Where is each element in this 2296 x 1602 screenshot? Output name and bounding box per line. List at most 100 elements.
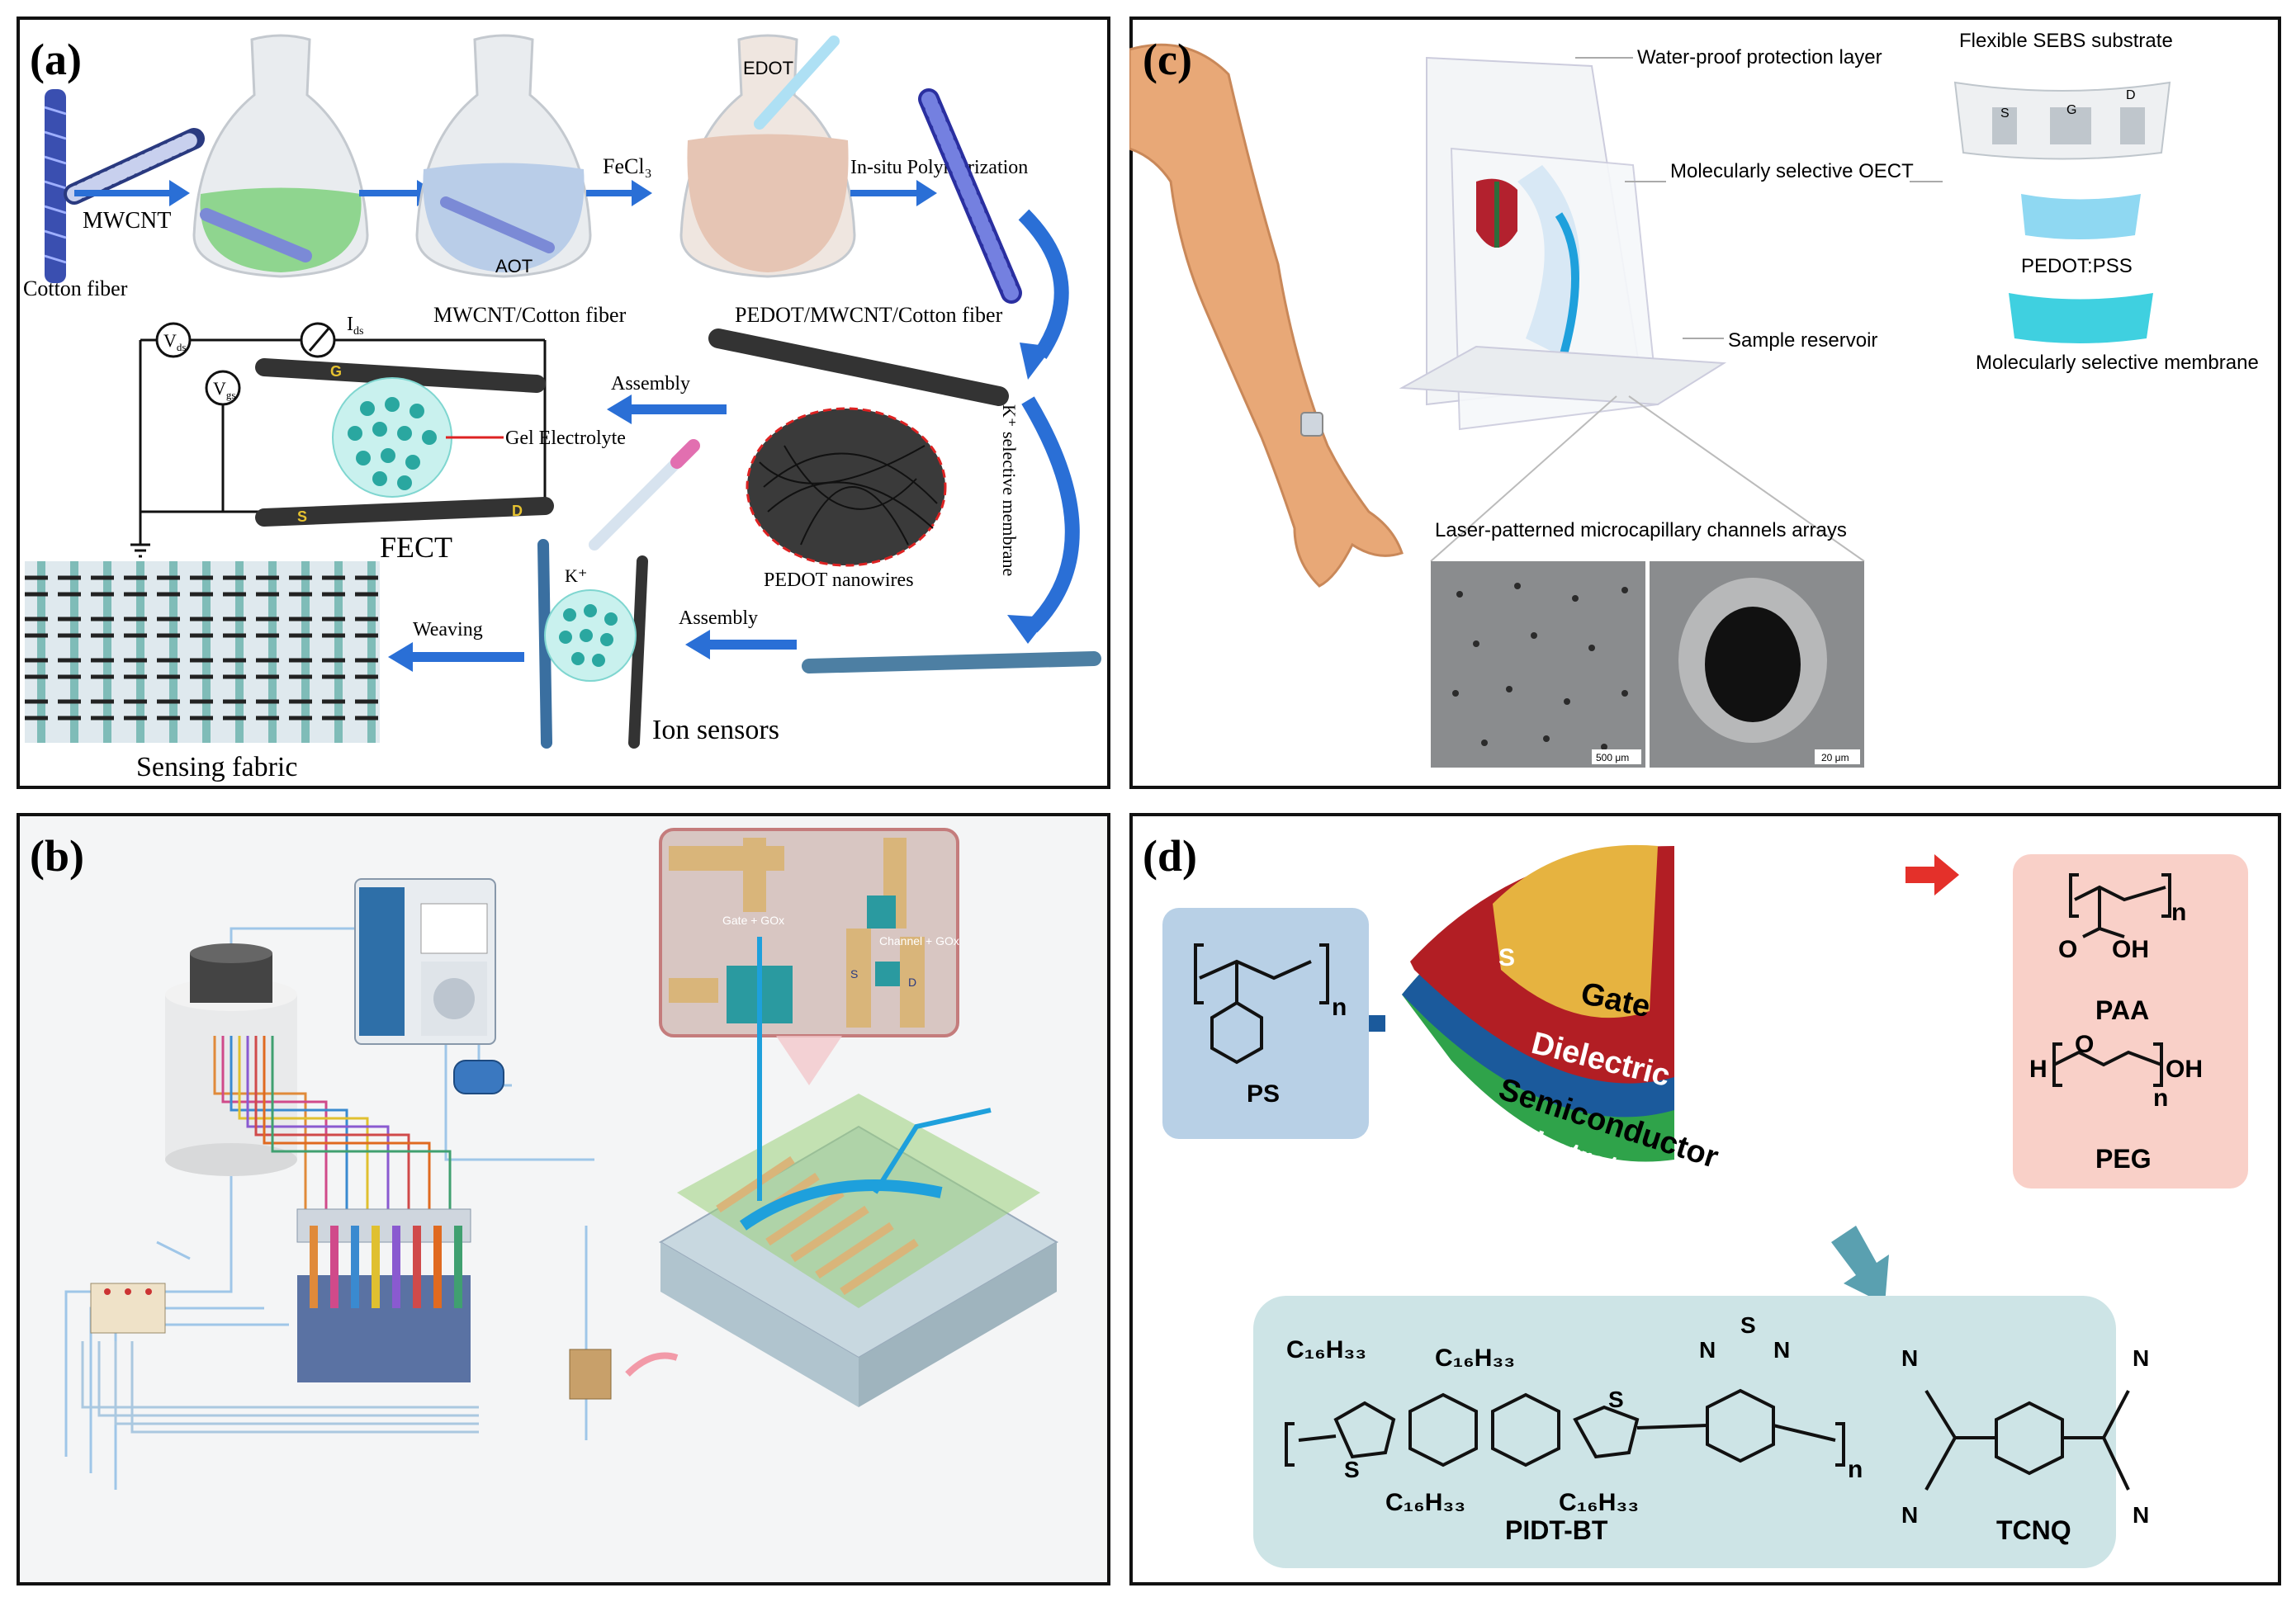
pidt-tcnq-box [1253, 1296, 2130, 1568]
tcnq-n3-label: N [1901, 1502, 1918, 1528]
flask-blue-icon [415, 34, 592, 278]
ps-n-label: n [1332, 994, 1347, 1021]
bottom-tube-bundle [81, 1341, 479, 1434]
ammeter-needle [308, 328, 330, 352]
colored-tubes [213, 1036, 452, 1209]
mwcnt-cotton-label: MWCNT/Cotton fiber [433, 303, 627, 327]
arrow-assembly-1 [607, 395, 727, 424]
tcnq-label: TCNQ [1996, 1515, 2071, 1545]
arrow-2 [359, 180, 438, 206]
membrane-label: Molecularly selective membrane [1976, 352, 2259, 374]
arrow-red [1905, 854, 1959, 896]
pipette-icon [589, 456, 683, 551]
bt-s-label: S [1740, 1312, 1756, 1338]
gate-gox-label: Gate + GOx [722, 914, 784, 927]
membrane-layer-icon [2009, 293, 2153, 343]
drain-d-label: D [512, 503, 523, 519]
in-situ-label: In-situ Polymerization [850, 157, 1028, 178]
ion-sphere [544, 589, 637, 682]
panel-a-label: (a) [30, 35, 82, 84]
tcnq-n2-label: N [2133, 1345, 2149, 1371]
peg-n-label: n [2153, 1085, 2168, 1112]
sensing-fabric-weave [25, 561, 380, 743]
pidt-n-label: n [1848, 1456, 1863, 1483]
panel-d: (d) S D Gate Dielectric Semiconductor Su… [1129, 813, 2281, 1585]
gate-fiber [255, 358, 546, 393]
bt-n1-label: N [1699, 1337, 1716, 1363]
inset-s-label: S [850, 967, 858, 981]
pedot-nanowires-label: PEDOT nanowires [764, 569, 914, 591]
selective-fiber [802, 651, 1101, 673]
scale-bar-2: 20 μm [1821, 752, 1849, 763]
fect-circuit [130, 322, 547, 558]
paa-n-label: n [2171, 899, 2186, 926]
stack-s-label: S [1498, 944, 1515, 971]
curved-arrow-2 [1021, 396, 1080, 633]
sebs-substrate-icon [1953, 81, 2171, 160]
pidt-s1-label: S [1344, 1457, 1360, 1482]
inset-pointer [776, 1036, 842, 1085]
zoom-line-2 [1628, 395, 1865, 562]
ids-label: Ids [347, 314, 363, 338]
mwcnt-label: MWCNT [83, 208, 171, 234]
pedot-fiber-icon [918, 88, 1022, 304]
panel-b-label: (b) [30, 831, 84, 881]
k-selective-label: K⁺ selective membrane [999, 404, 1020, 576]
panel-c: (c) Water-proof protection layer Flexibl… [1129, 17, 2281, 789]
sample-reservoir-label: Sample reservoir [1728, 329, 1877, 352]
source-s-label: S [297, 508, 307, 525]
oect-label: Molecularly selective OECT [1670, 160, 1914, 182]
flask-green-icon [192, 34, 369, 278]
inset-d-label: D [908, 976, 916, 989]
vds-label: Vds [163, 330, 186, 353]
stack-d-label: D [1800, 1072, 1818, 1099]
sebs-d-label: D [2126, 88, 2136, 102]
panel-a: (a) Cotton fiber MWCNT AOT MWCNT/Cotton … [17, 17, 1110, 789]
arrow-teal [1831, 1226, 1889, 1304]
cotton-fiber-icon [44, 89, 67, 283]
valve-block-icon [90, 1283, 166, 1334]
pedot-pss-layer-icon [2021, 194, 2141, 239]
curved-arrow-1 [1018, 209, 1069, 359]
vgs-label: Vgs [213, 378, 235, 401]
assembly-2-label: Assembly [679, 607, 758, 629]
arrow-weaving [388, 642, 524, 672]
aot-label: AOT [495, 256, 533, 276]
small-chip-icon [569, 1349, 612, 1400]
laser-label: Laser-patterned microcapillary channels … [1435, 519, 1847, 541]
arm-illustration [1129, 43, 1404, 588]
nanowire-texture [759, 445, 938, 546]
panel-b: (b) [17, 813, 1110, 1585]
sem-image-2 [1650, 561, 1864, 768]
gel-electrolyte-sphere [332, 377, 452, 498]
peg-oh-label: OH [2166, 1056, 2203, 1083]
curved-arrow-1-head [1020, 343, 1053, 380]
pedot-composite-fiber [708, 328, 1009, 406]
pidt-s2-label: S [1608, 1387, 1624, 1412]
sebs-g-label: G [2066, 103, 2076, 117]
pink-arrow [625, 1352, 679, 1377]
mass-spectrometer-icon [354, 878, 496, 1045]
assembly-1-label: Assembly [611, 373, 690, 395]
c16-label-2: C₁₆H₃₃ [1435, 1344, 1515, 1372]
pedot-mwcnt-cotton-label: PEDOT/MWCNT/Cotton fiber [735, 303, 1003, 327]
peg-h-label: H [2029, 1056, 2047, 1083]
cotton-fiber-label: Cotton fiber [23, 276, 128, 300]
gate-g-label: G [330, 363, 342, 380]
paa-label: PAA [2095, 995, 2149, 1025]
c16-label-3: C₁₆H₃₃ [1385, 1489, 1465, 1516]
ps-label: PS [1247, 1080, 1280, 1108]
paa-oh-label: OH [2112, 936, 2149, 963]
paa-o-label: O [2058, 936, 2077, 963]
scale-bar-1: 500 μm [1596, 752, 1629, 763]
arrow-assembly-2 [685, 630, 797, 659]
zoom-inset [659, 828, 959, 1037]
pump-icon [453, 1060, 504, 1094]
peg-o-label: O [2075, 1031, 2094, 1058]
zoom-line-1 [1430, 395, 1617, 562]
patch-on-arm [1300, 412, 1323, 437]
ofet-stack [1402, 844, 1674, 1162]
sebs-s-label: S [2000, 106, 2010, 121]
edot-label: EDOT [743, 58, 793, 78]
pidt-bt-label: PIDT-BT [1505, 1515, 1608, 1545]
